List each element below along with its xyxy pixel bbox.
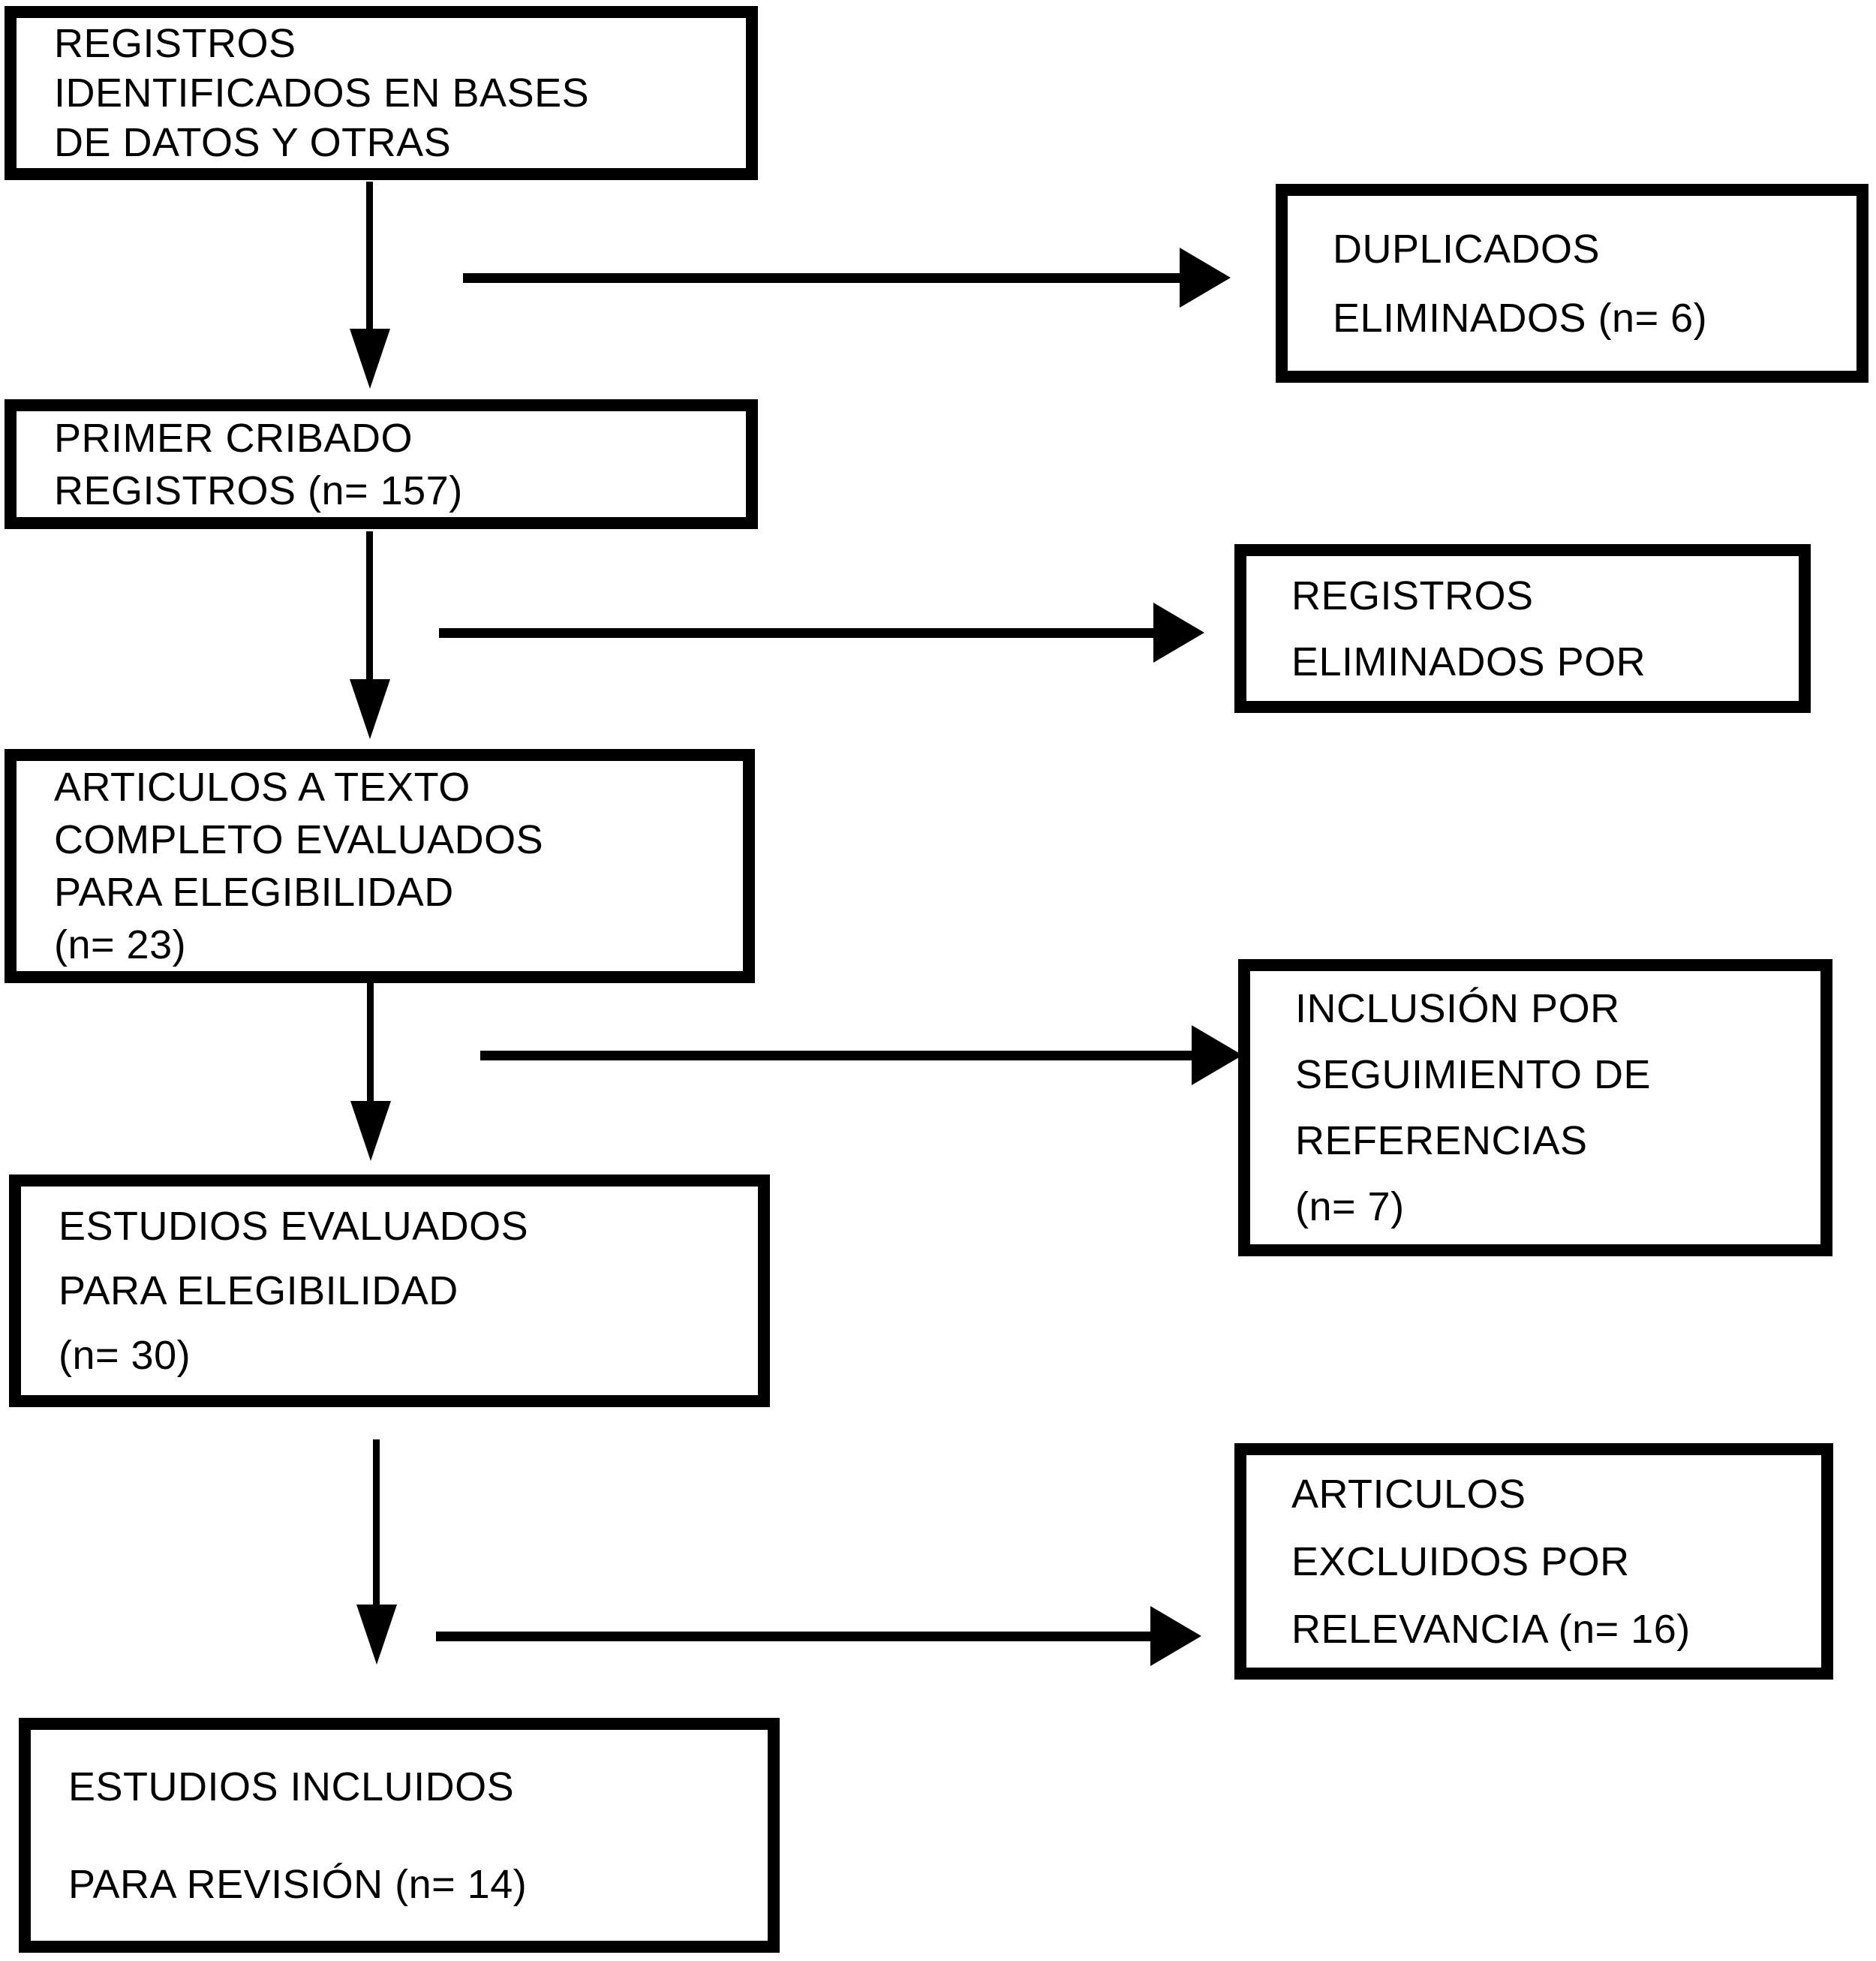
box-articulos-excluidos: ARTICULOS EXCLUIDOS POR RELEVANCIA (n= 1… — [1234, 1443, 1833, 1680]
box-text-line: REFERENCIAS — [1295, 1118, 1588, 1163]
box-text-line: PRIMER CRIBADO — [54, 415, 413, 461]
arrow-head-right-icon — [1192, 1025, 1243, 1085]
arrow-shaft — [366, 182, 373, 332]
arrow-head-down-icon — [350, 329, 390, 389]
box-text-line: PARA REVISIÓN (n= 14) — [68, 1861, 528, 1907]
box-text-line: REGISTROS — [54, 21, 296, 66]
box-text-line: RELEVANCIA (n= 16) — [1291, 1606, 1691, 1652]
box-text-line: (n= 30) — [59, 1333, 191, 1378]
box-text-line: INCLUSIÓN POR — [1295, 986, 1620, 1031]
arrow-head-right-icon — [1180, 248, 1231, 308]
box-text-line: PARA ELEGIBILIDAD — [59, 1268, 458, 1313]
box-text-line: ESTUDIOS INCLUIDOS — [68, 1764, 515, 1809]
box-inclusion-referencias: INCLUSIÓN POR SEGUIMIENTO DE REFERENCIAS… — [1238, 959, 1832, 1256]
arrow-shaft — [480, 1051, 1192, 1060]
arrow-head-down-icon — [356, 1605, 397, 1665]
box-duplicados-eliminados: DUPLICADOS ELIMINADOS (n= 6) — [1276, 184, 1868, 383]
arrow-shaft — [436, 1632, 1150, 1641]
arrow-head-down-icon — [350, 1101, 391, 1161]
arrow-shaft — [439, 628, 1153, 638]
arrow-shaft — [463, 273, 1180, 283]
box-text-line: REGISTROS (n= 157) — [54, 468, 463, 513]
arrow-shaft — [367, 982, 374, 1103]
box-articulos-texto-completo: ARTICULOS A TEXTO COMPLETO EVALUADOS PAR… — [5, 749, 755, 983]
box-text-line: ESTUDIOS EVALUADOS — [59, 1204, 529, 1249]
box-text-line: ELIMINADOS POR — [1291, 639, 1646, 684]
box-text-line: EXCLUIDOS POR — [1291, 1538, 1630, 1584]
box-text-line: (n= 23) — [54, 922, 187, 967]
arrow-shaft — [366, 531, 373, 689]
box-registros-eliminados: REGISTROS ELIMINADOS POR — [1234, 544, 1811, 713]
arrow-head-right-icon — [1150, 1606, 1201, 1666]
box-text-line: COMPLETO EVALUADOS — [54, 817, 544, 862]
box-text-line: SEGUIMIENTO DE — [1295, 1052, 1652, 1097]
box-text-line: PARA ELEGIBILIDAD — [54, 870, 454, 915]
box-text-line: REGISTROS — [1291, 573, 1534, 618]
box-text-line: ELIMINADOS (n= 6) — [1333, 295, 1708, 341]
box-text-line: IDENTIFICADOS EN BASES — [54, 71, 590, 116]
box-text-line: DUPLICADOS — [1333, 226, 1601, 272]
box-text-line: ARTICULOS — [1291, 1471, 1526, 1517]
box-text-line: (n= 7) — [1295, 1184, 1405, 1229]
box-text-line: DE DATOS Y OTRAS — [54, 120, 452, 165]
box-primer-cribado: PRIMER CRIBADO REGISTROS (n= 157) — [5, 399, 758, 529]
arrow-head-right-icon — [1153, 603, 1204, 663]
box-registros-identificados: REGISTROS IDENTIFICADOS EN BASES DE DATO… — [5, 6, 758, 180]
box-estudios-incluidos: ESTUDIOS INCLUIDOS PARA REVISIÓN (n= 14) — [19, 1718, 780, 1953]
arrow-shaft — [373, 1439, 380, 1606]
arrow-head-down-icon — [350, 679, 390, 739]
box-text-line: ARTICULOS A TEXTO — [54, 765, 471, 810]
box-estudios-evaluados: ESTUDIOS EVALUADOS PARA ELEGIBILIDAD (n=… — [9, 1174, 770, 1407]
